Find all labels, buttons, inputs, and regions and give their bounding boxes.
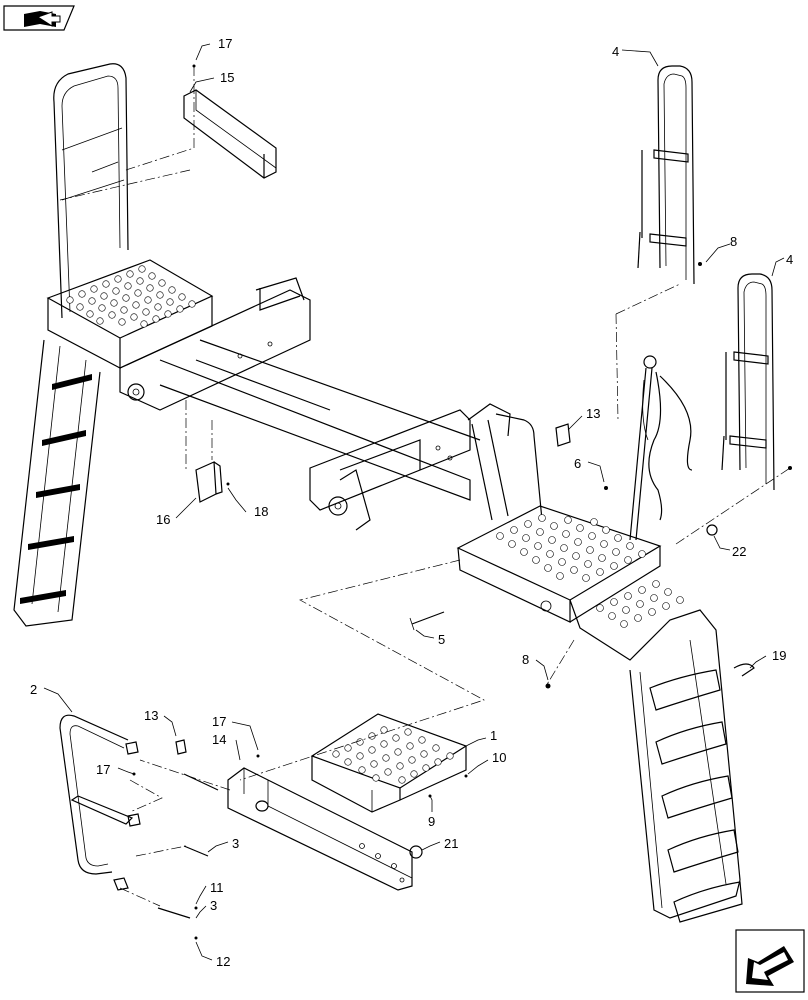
phantom-lines xyxy=(59,66,791,907)
callout-12: 12 xyxy=(216,954,230,969)
handrail-upper-right xyxy=(637,65,695,285)
bracket-part-16 xyxy=(195,461,223,503)
callout-labels: 17 15 4 8 4 13 6 22 5 8 19 16 18 2 13 17… xyxy=(30,36,793,969)
callout-11: 11 xyxy=(210,880,224,895)
lower-step-holes xyxy=(332,726,454,784)
right-platform-assembly xyxy=(456,355,743,923)
handrail-part-2 xyxy=(59,714,141,891)
upper-left-platform-holes xyxy=(66,265,196,328)
callout-4a: 4 xyxy=(612,44,619,59)
callout-8: 8 xyxy=(522,652,529,667)
callout-1: 1 xyxy=(490,728,497,743)
bracket-part-15 xyxy=(183,89,277,179)
callout-17a: 17 xyxy=(218,36,232,51)
callout-10: 10 xyxy=(492,750,506,765)
upper-left-platform-assembly xyxy=(13,63,214,627)
arm-part-14 xyxy=(227,767,413,891)
frame-beam xyxy=(119,277,481,531)
callout-20: 19 xyxy=(772,648,786,663)
callout-21: 21 xyxy=(444,836,458,851)
callout-19: 17 xyxy=(96,762,110,777)
book-arrow-icon[interactable] xyxy=(3,5,75,31)
right-platform-holes xyxy=(496,514,684,628)
handrail-lower-right xyxy=(721,273,775,491)
callout-7: 8 xyxy=(730,234,737,249)
callout-13b: 13 xyxy=(144,708,158,723)
hardware xyxy=(132,64,792,940)
callout-18: 18 xyxy=(254,504,268,519)
callout-15: 15 xyxy=(220,70,234,85)
callout-4b: 4 xyxy=(786,252,793,267)
step-part-1 xyxy=(310,713,468,813)
callout-2: 2 xyxy=(30,682,37,697)
callout-14: 14 xyxy=(212,732,226,747)
callout-3b: 3 xyxy=(210,898,217,913)
callout-3a: 3 xyxy=(232,836,239,851)
callout-13a: 13 xyxy=(586,406,600,421)
callout-9: 9 xyxy=(428,814,435,829)
next-page-arrow-icon[interactable] xyxy=(735,929,805,993)
callout-17b: 17 xyxy=(212,714,226,729)
callout-16: 16 xyxy=(156,512,170,527)
callout-5: 5 xyxy=(438,632,445,647)
callout-6: 6 xyxy=(574,456,581,471)
callout-22: 22 xyxy=(732,544,746,559)
leader-lines xyxy=(43,43,785,961)
